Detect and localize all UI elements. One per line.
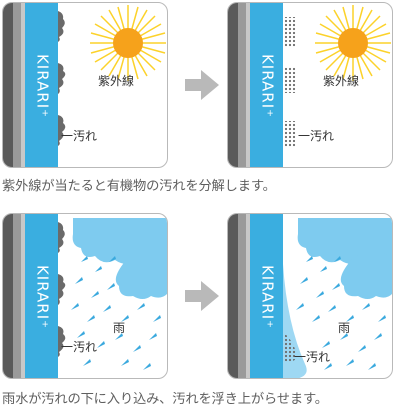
- brand-label: KIRARI⁺: [34, 54, 52, 118]
- dirt-label: 一汚れ: [61, 129, 97, 143]
- dirt-label: 一汚れ: [294, 350, 330, 364]
- right-arrow-icon: [185, 281, 219, 311]
- rain-label: 雨: [338, 321, 350, 335]
- panel-uv-before: KIRARI⁺ 紫外線 一汚れ: [2, 2, 168, 168]
- panel-uv-before-illustration: KIRARI⁺ 紫外線 一汚れ: [3, 3, 166, 167]
- sun-icon: [315, 5, 391, 81]
- decomposed-dirt: [284, 17, 296, 147]
- kirari-coating-layer: [25, 3, 58, 167]
- uv-label: 紫外線: [323, 73, 359, 88]
- sun-icon: [90, 5, 166, 81]
- kirari-coating-layer: [250, 3, 283, 167]
- kirari-coating-layer: [250, 214, 283, 378]
- cloud-icon: [297, 218, 392, 299]
- dirt-label: 一汚れ: [61, 340, 97, 354]
- lifted-dirt: [283, 332, 297, 363]
- kirari-coating-layer: [25, 214, 58, 378]
- cloud-icon: [72, 218, 167, 299]
- rain-label: 雨: [113, 321, 125, 335]
- brand-label: KIRARI⁺: [259, 54, 277, 118]
- panel-rain-before: KIRARI⁺ 雨 一汚れ: [2, 213, 168, 379]
- dirt-clumps: [58, 11, 66, 146]
- caption-rain: 雨水が汚れの下に入り込み、汚れを浮き上がらせます。: [2, 392, 328, 407]
- panel-rain-after: KIRARI⁺ 雨 一汚れ: [227, 213, 393, 379]
- uv-label: 紫外線: [98, 73, 134, 88]
- raindrop-icons: [71, 256, 161, 370]
- brand-label: KIRARI⁺: [34, 265, 52, 329]
- right-arrow-icon: [185, 70, 219, 100]
- panel-rain-before-illustration: KIRARI⁺ 雨 一汚れ: [3, 214, 167, 378]
- dirt-label: 一汚れ: [298, 129, 334, 143]
- panel-uv-after-illustration: KIRARI⁺ 紫外線 一汚れ: [228, 3, 391, 167]
- brand-label: KIRARI⁺: [259, 265, 277, 329]
- panel-rain-after-illustration: KIRARI⁺ 雨 一汚れ: [228, 214, 392, 378]
- raindrop-icons: [296, 256, 386, 370]
- caption-uv: 紫外線が当たると有機物の汚れを分解します。: [2, 179, 276, 194]
- panel-uv-after: KIRARI⁺ 紫外線 一汚れ: [227, 2, 393, 168]
- dirt-clumps: [58, 222, 66, 357]
